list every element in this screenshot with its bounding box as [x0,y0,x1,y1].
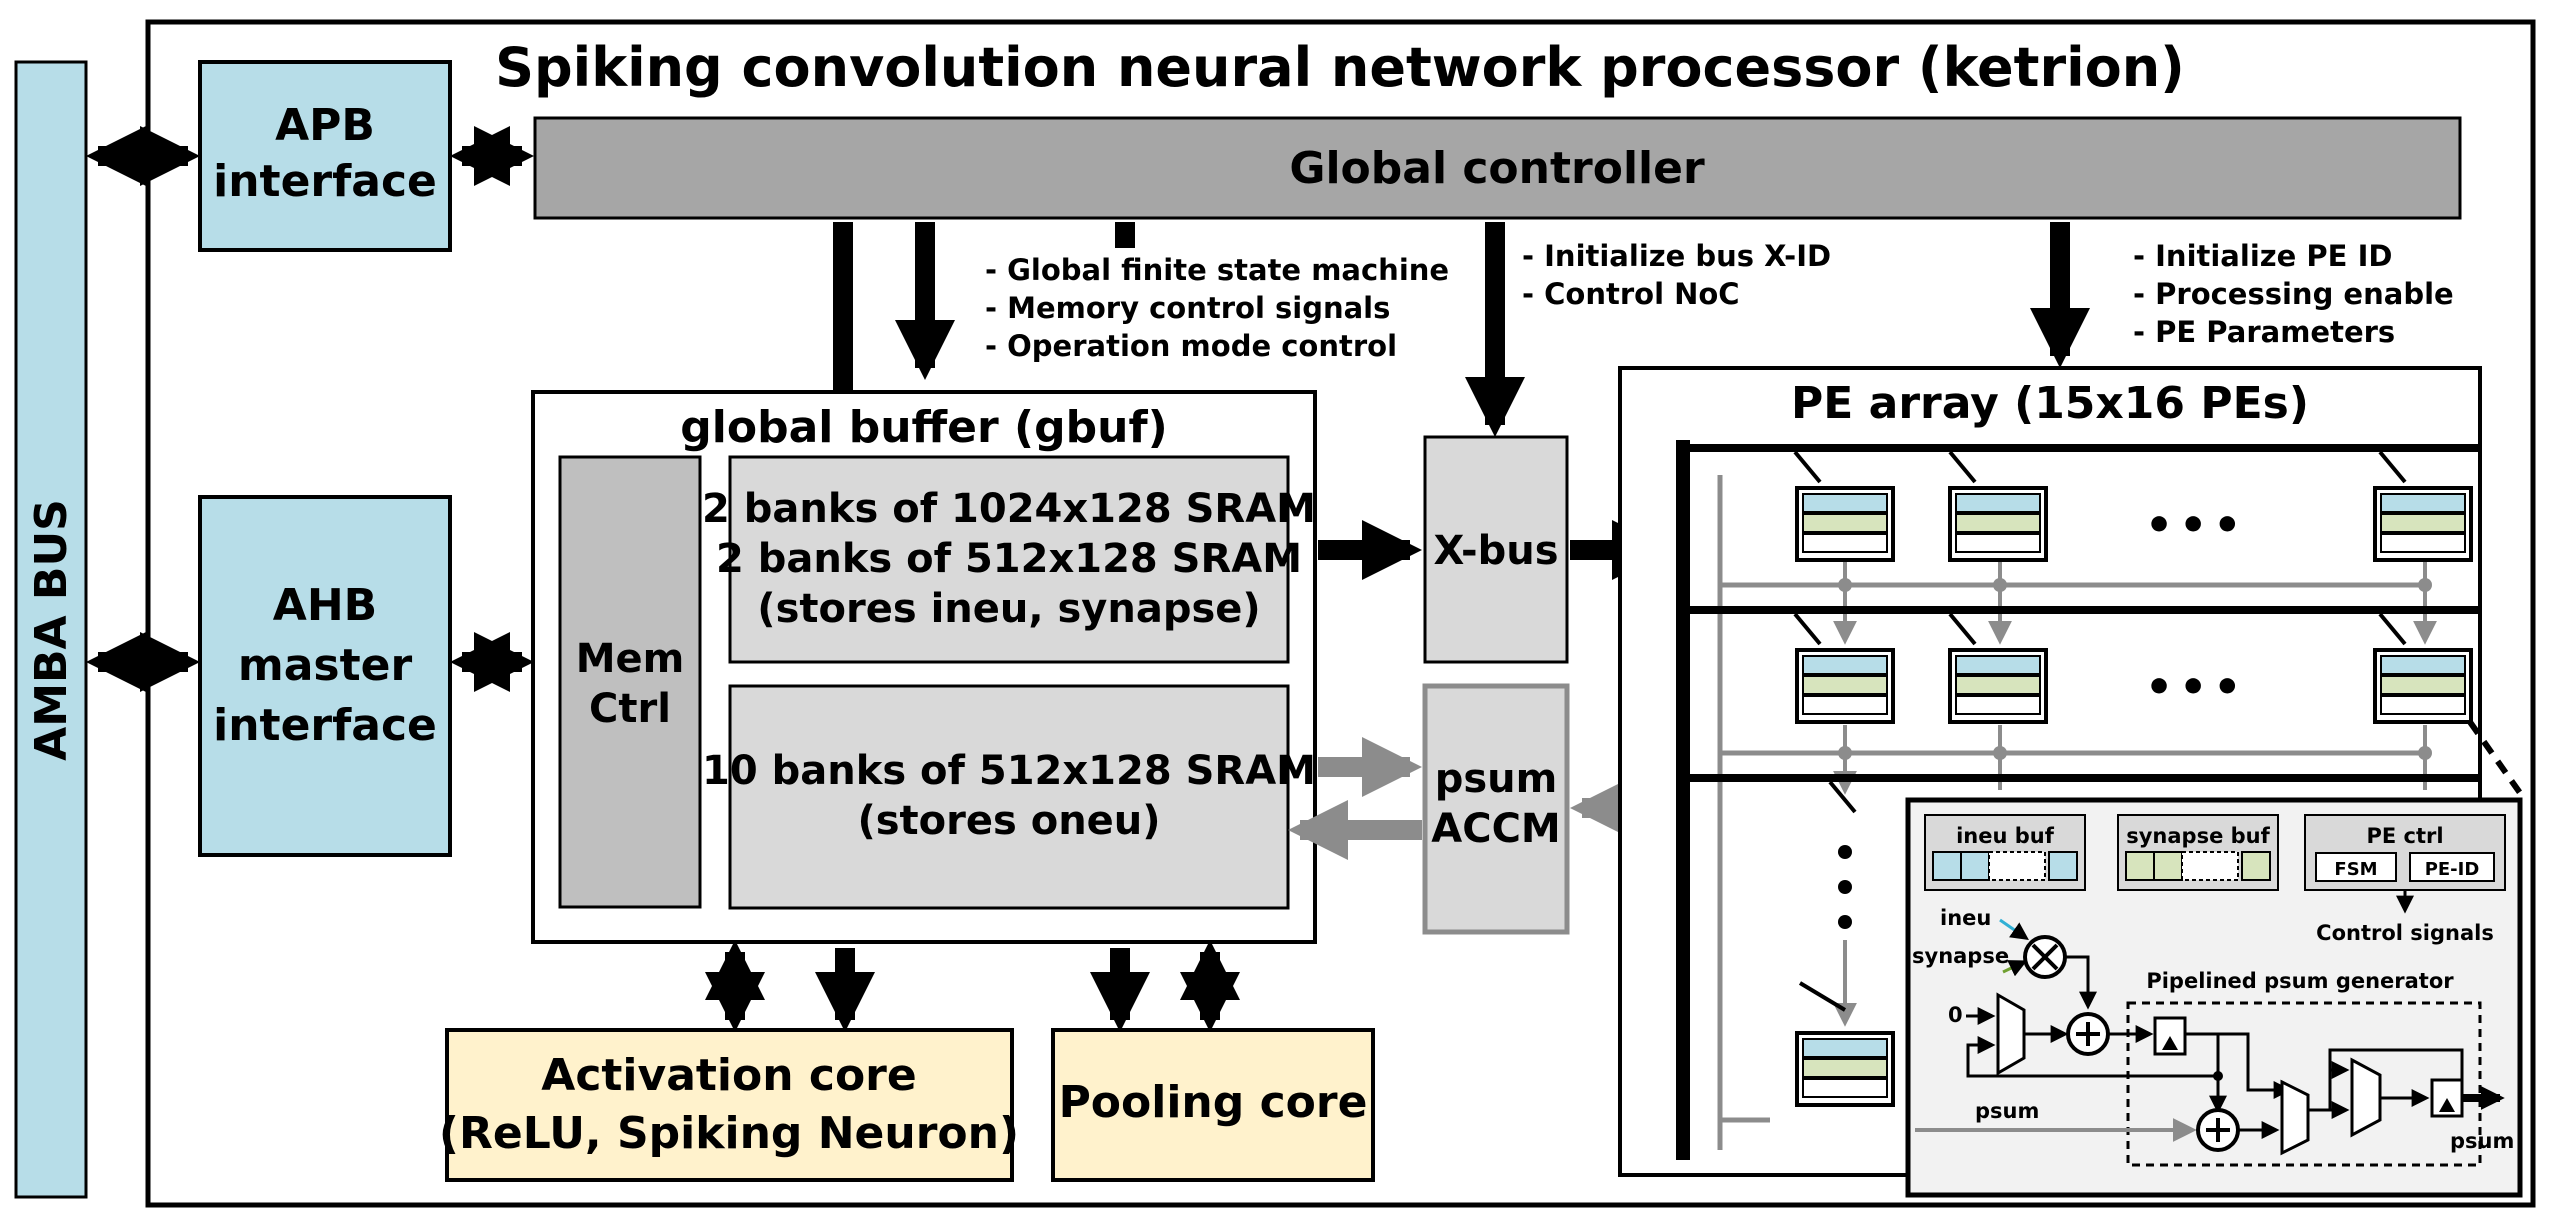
mem-ctrl [558,455,702,909]
gc-notes-mid: - Initialize bus X-ID - Control NoC [1522,239,1831,311]
amba-bus: AMBA BUS [14,60,88,1199]
gc-connections [833,222,2090,437]
ahb-line-2: master [238,640,413,691]
synapse-label: synapse [1912,944,2009,968]
svg-text:FSM: FSM [2334,859,2377,880]
pe-row-ellipsis-1: ••• [2145,500,2247,551]
pe-cell [1795,648,1895,724]
mem-ctrl-line-2: Ctrl [589,686,671,732]
zero-label: 0 [1948,1003,1963,1027]
adder-2 [2196,1108,2240,1152]
svg-text:synapse buf: synapse buf [2126,824,2270,848]
svg-text:- Memory control signals: - Memory control signals [985,291,1390,325]
pe-ctrl: PE ctrl FSM PE-ID [2304,814,2506,891]
svg-text:- Global finite state machine: - Global finite state machine [985,253,1449,287]
gc-notes-left: - Global finite state machine - Memory c… [985,253,1449,363]
page-title: Spiking convolution neural network proce… [495,36,2185,99]
synapse-buf: synapse buf [2117,814,2279,891]
psum-in-label: psum [1975,1099,2039,1123]
apb-interface: APB interface [198,60,452,252]
pe-column-ellipsis [1838,845,1852,929]
pooling-core: Pooling core [1051,1028,1375,1182]
mem-ctrl-line-1: Mem [576,636,685,682]
pe-cell [2373,486,2473,562]
ahb-line-1: AHB [273,580,377,631]
svg-text:- Initialize PE ID: - Initialize PE ID [2133,239,2392,273]
global-controller-label: Global controller [1289,143,1705,194]
mux-1 [1996,992,2026,1076]
sram-bank-top [728,455,1290,664]
svg-text:Pooling core: Pooling core [1059,1077,1368,1128]
svg-text:Activation core: Activation core [541,1050,916,1101]
pe-cell [1948,648,2048,724]
svg-text:10 banks of 512x128 SRAM: 10 banks of 512x128 SRAM [702,748,1316,794]
adder-1 [2066,1012,2110,1056]
svg-text:- PE Parameters: - PE Parameters [2133,315,2395,349]
processor-frame [145,19,2536,1208]
svg-text:(stores oneu): (stores oneu) [857,798,1160,844]
svg-text:- Operation mode control: - Operation mode control [985,329,1397,363]
apb-line-2: interface [213,156,437,207]
global-controller: Global controller [533,116,2462,220]
pe-cell [2373,648,2473,724]
svg-text:2 banks of 512x128 SRAM: 2 banks of 512x128 SRAM [716,536,1302,582]
bus-double-arrows [86,126,534,692]
gc-notes-right: - Initialize PE ID - Processing enable -… [2133,239,2454,349]
svg-text:PE ctrl: PE ctrl [2366,824,2443,848]
global-buffer: global buffer (gbuf) Mem Ctrl 2 banks of… [531,390,1317,944]
pipelined-psum-generator [2126,1001,2482,1167]
ahb-master-interface: AHB master interface [198,495,452,857]
apb-line-1: APB [275,100,375,151]
svg-text:X-bus: X-bus [1433,528,1558,574]
amba-bus-label: AMBA BUS [26,499,77,761]
pe-array-title: PE array (15x16 PEs) [1791,378,2309,429]
svg-text:ACCM: ACCM [1431,806,1560,852]
pe-cell [1948,486,2048,562]
control-signals-label: Control signals [2316,921,2494,945]
pe-cell [1795,1031,1895,1107]
psum-accm: psum ACCM [1422,683,1570,935]
svg-text:ineu buf: ineu buf [1956,824,2055,848]
pe-cell [1795,486,1895,562]
mux-2 [2280,1079,2310,1156]
svg-text:(ReLU, Spiking Neuron): (ReLU, Spiking Neuron) [439,1108,1019,1159]
activation-core: Activation core (ReLU, Spiking Neuron) [439,1028,1019,1182]
multiplier [2023,935,2067,979]
x-bus: X-bus [1423,435,1569,664]
svg-text:Pipelined psum generator: Pipelined psum generator [2146,969,2454,993]
svg-text:- Processing enable: - Processing enable [2133,277,2454,311]
ahb-line-3: interface [213,700,437,751]
svg-text:PE-ID: PE-ID [2425,859,2480,880]
svg-text:psum: psum [1435,756,1558,802]
ineu-label: ineu [1940,906,1991,930]
gbuf-title: global buffer (gbuf) [680,402,1167,453]
pe-detail-inset: ineu buf synapse buf PE ctrl FSM PE-ID C… [1905,797,2523,1198]
svg-text:2 banks of 1024x128 SRAM: 2 banks of 1024x128 SRAM [702,486,1316,532]
svg-text:- Initialize bus X-ID: - Initialize bus X-ID [1522,239,1831,273]
svg-text:(stores ineu, synapse): (stores ineu, synapse) [757,586,1260,632]
pe-row-ellipsis-2: ••• [2145,662,2247,713]
mux-3 [2350,1057,2382,1138]
psum-out-label: psum [2450,1129,2514,1153]
core-arrows [705,940,1240,1032]
zoom-indicator [2467,720,2528,802]
ineu-buf: ineu buf [1924,814,2086,891]
svg-text:- Control NoC: - Control NoC [1522,277,1740,311]
sram-bank-bottom [728,684,1290,910]
